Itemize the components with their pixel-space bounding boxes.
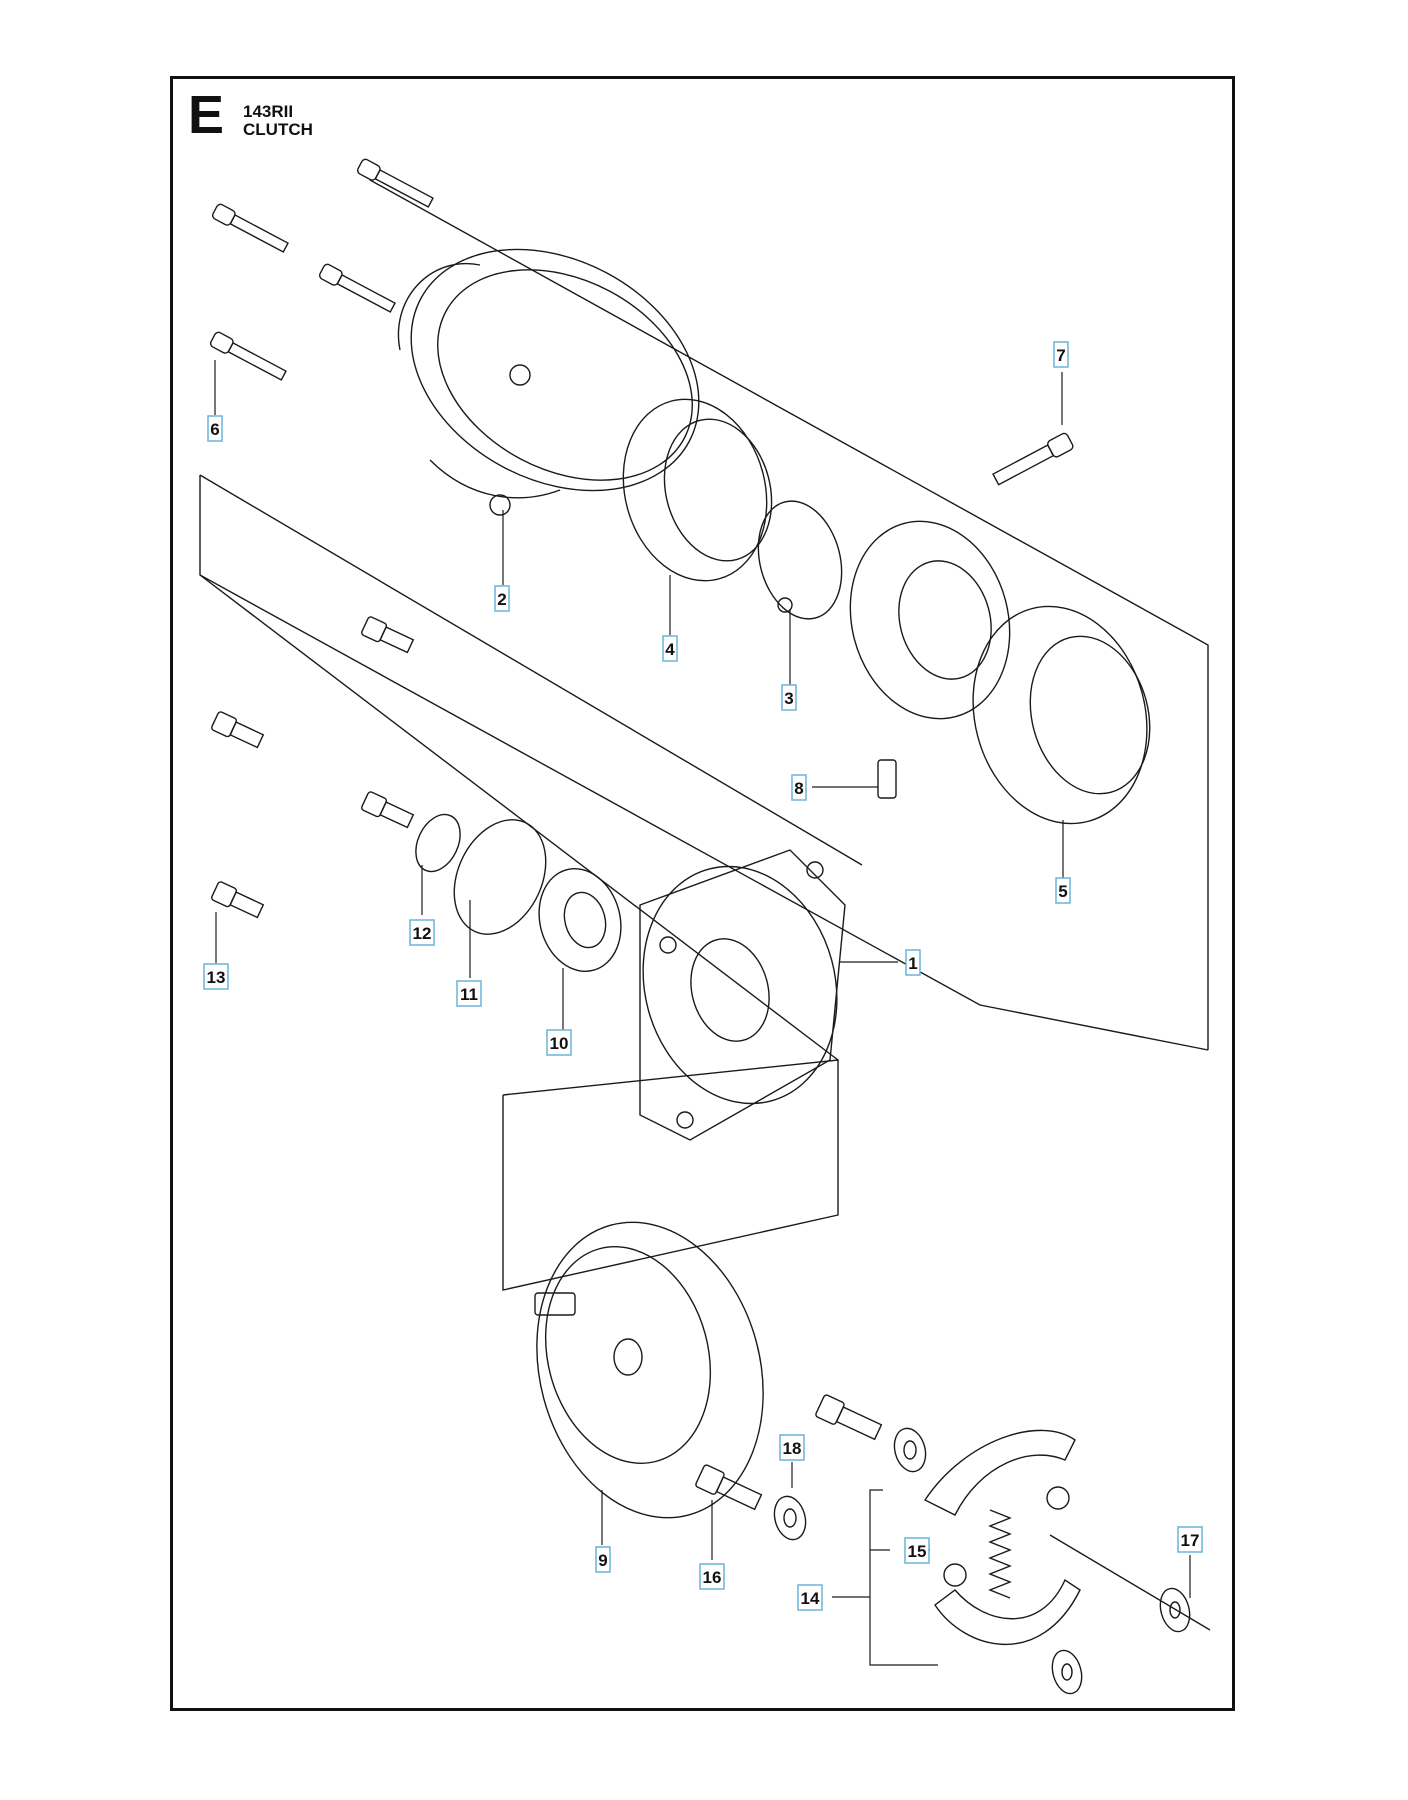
svg-text:11: 11: [460, 985, 478, 1004]
svg-text:18: 18: [783, 1439, 802, 1458]
callout-3: 3: [781, 684, 797, 711]
model-number: 143RII: [243, 102, 294, 121]
shoulder-bolt-part-16: [695, 1394, 883, 1511]
clutch-shoe-part-14: [923, 1429, 1081, 1645]
clutch-housing-part-1: [639, 849, 846, 1141]
callout-1: 1: [905, 949, 921, 976]
bolt-part-13: [211, 616, 415, 919]
svg-text:15: 15: [908, 1542, 927, 1561]
callout-16: 16: [699, 1563, 725, 1590]
svg-text:9: 9: [598, 1551, 607, 1570]
callout-2: 2: [494, 585, 510, 612]
section-title: CLUTCH: [243, 120, 313, 139]
callout-13: 13: [203, 963, 229, 990]
assembly-outline: [199, 179, 1209, 1291]
callout-18: 18: [779, 1434, 805, 1461]
callout-17: 17: [1177, 1526, 1203, 1553]
callout-9: 9: [595, 1546, 611, 1573]
callout-12: 12: [409, 919, 435, 946]
damper-ring-part-4: [622, 398, 773, 582]
fan-flange-part-3: [757, 500, 1011, 720]
bearing-part-10: [538, 868, 622, 972]
screw-part-8: [877, 759, 897, 799]
svg-text:12: 12: [413, 924, 432, 943]
callout-7: 7: [1053, 341, 1069, 368]
svg-text:2: 2: [497, 590, 506, 609]
svg-text:7: 7: [1056, 346, 1065, 365]
section-letter: E: [188, 85, 225, 145]
svg-text:4: 4: [665, 640, 675, 659]
circlip-part-11: [453, 819, 547, 935]
svg-text:5: 5: [1058, 882, 1067, 901]
callout-11: 11: [456, 980, 482, 1007]
svg-text:10: 10: [550, 1034, 569, 1053]
callout-14: 14: [797, 1584, 823, 1611]
screw-part-7: [992, 432, 1074, 486]
damper-ring-part-5: [972, 605, 1151, 825]
svg-text:8: 8: [794, 779, 803, 798]
svg-text:13: 13: [207, 968, 226, 987]
clutch-cover-part-2: [397, 248, 700, 516]
screw-part-6: [209, 158, 434, 381]
svg-text:17: 17: [1181, 1531, 1200, 1550]
callout-8: 8: [791, 774, 807, 801]
callout-4: 4: [662, 635, 678, 662]
leader-lines: [214, 360, 1191, 1666]
callout-10: 10: [546, 1029, 572, 1056]
washer-part-18: [773, 1427, 927, 1541]
callout-6: 6: [207, 415, 223, 442]
callout-5: 5: [1055, 877, 1071, 904]
callout-labels: 1 2 3 4 5 6 7 8 9 10 11 12 13 14 15 16 1…: [203, 341, 1203, 1611]
svg-text:1: 1: [908, 954, 917, 973]
spring-part-15: [988, 1509, 1012, 1599]
washer-part-17: [1049, 1534, 1211, 1695]
svg-text:6: 6: [210, 420, 219, 439]
svg-text:3: 3: [784, 689, 793, 708]
svg-text:16: 16: [703, 1568, 722, 1587]
callout-15: 15: [904, 1537, 930, 1564]
circlip-part-12: [415, 813, 461, 873]
clutch-drum-part-9: [534, 1221, 764, 1519]
svg-text:14: 14: [801, 1589, 820, 1608]
